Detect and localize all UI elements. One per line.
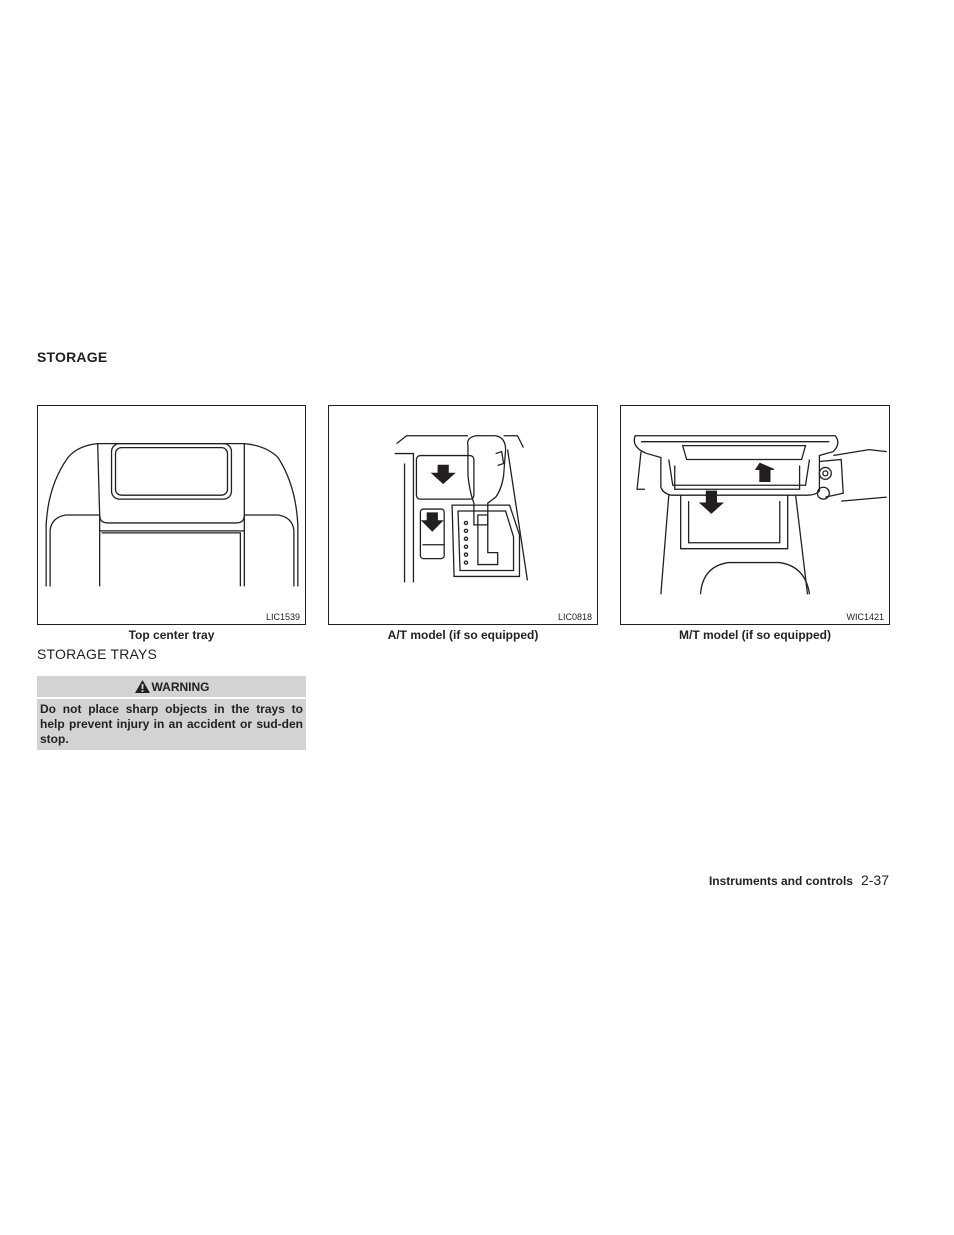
page-number: 2-37: [860, 872, 889, 888]
mt-model-tray-illustration: [633, 435, 887, 595]
figure-mt-model: WIC1421: [620, 405, 890, 625]
warning-title: WARNING: [151, 679, 210, 694]
warning-box: WARNING Do not place sharp objects in th…: [37, 676, 306, 750]
warning-header: WARNING: [37, 676, 306, 699]
top-center-tray-illustration: [45, 443, 299, 587]
figure-caption: M/T model (if so equipped): [679, 628, 831, 642]
at-model-tray-illustration: [394, 435, 529, 583]
warning-triangle-icon: [134, 680, 150, 693]
figure-code: WIC1421: [846, 612, 884, 622]
subheading: STORAGE TRAYS: [37, 646, 158, 662]
figure-caption: Top center tray: [128, 628, 215, 642]
figure-caption: A/T model (if so equipped): [387, 628, 539, 642]
section-title: STORAGE: [37, 349, 108, 365]
page-footer: Instruments and controls 2-37: [709, 872, 889, 888]
chapter-title: Instruments and controls: [708, 874, 853, 888]
warning-text: Do not place sharp objects in the trays …: [40, 702, 303, 746]
figure-code: LIC0818: [557, 612, 592, 622]
figure-at-model: LIC0818: [328, 405, 598, 625]
figure-code: LIC1539: [265, 612, 300, 622]
figure-top-center-tray: LIC1539: [37, 405, 306, 625]
